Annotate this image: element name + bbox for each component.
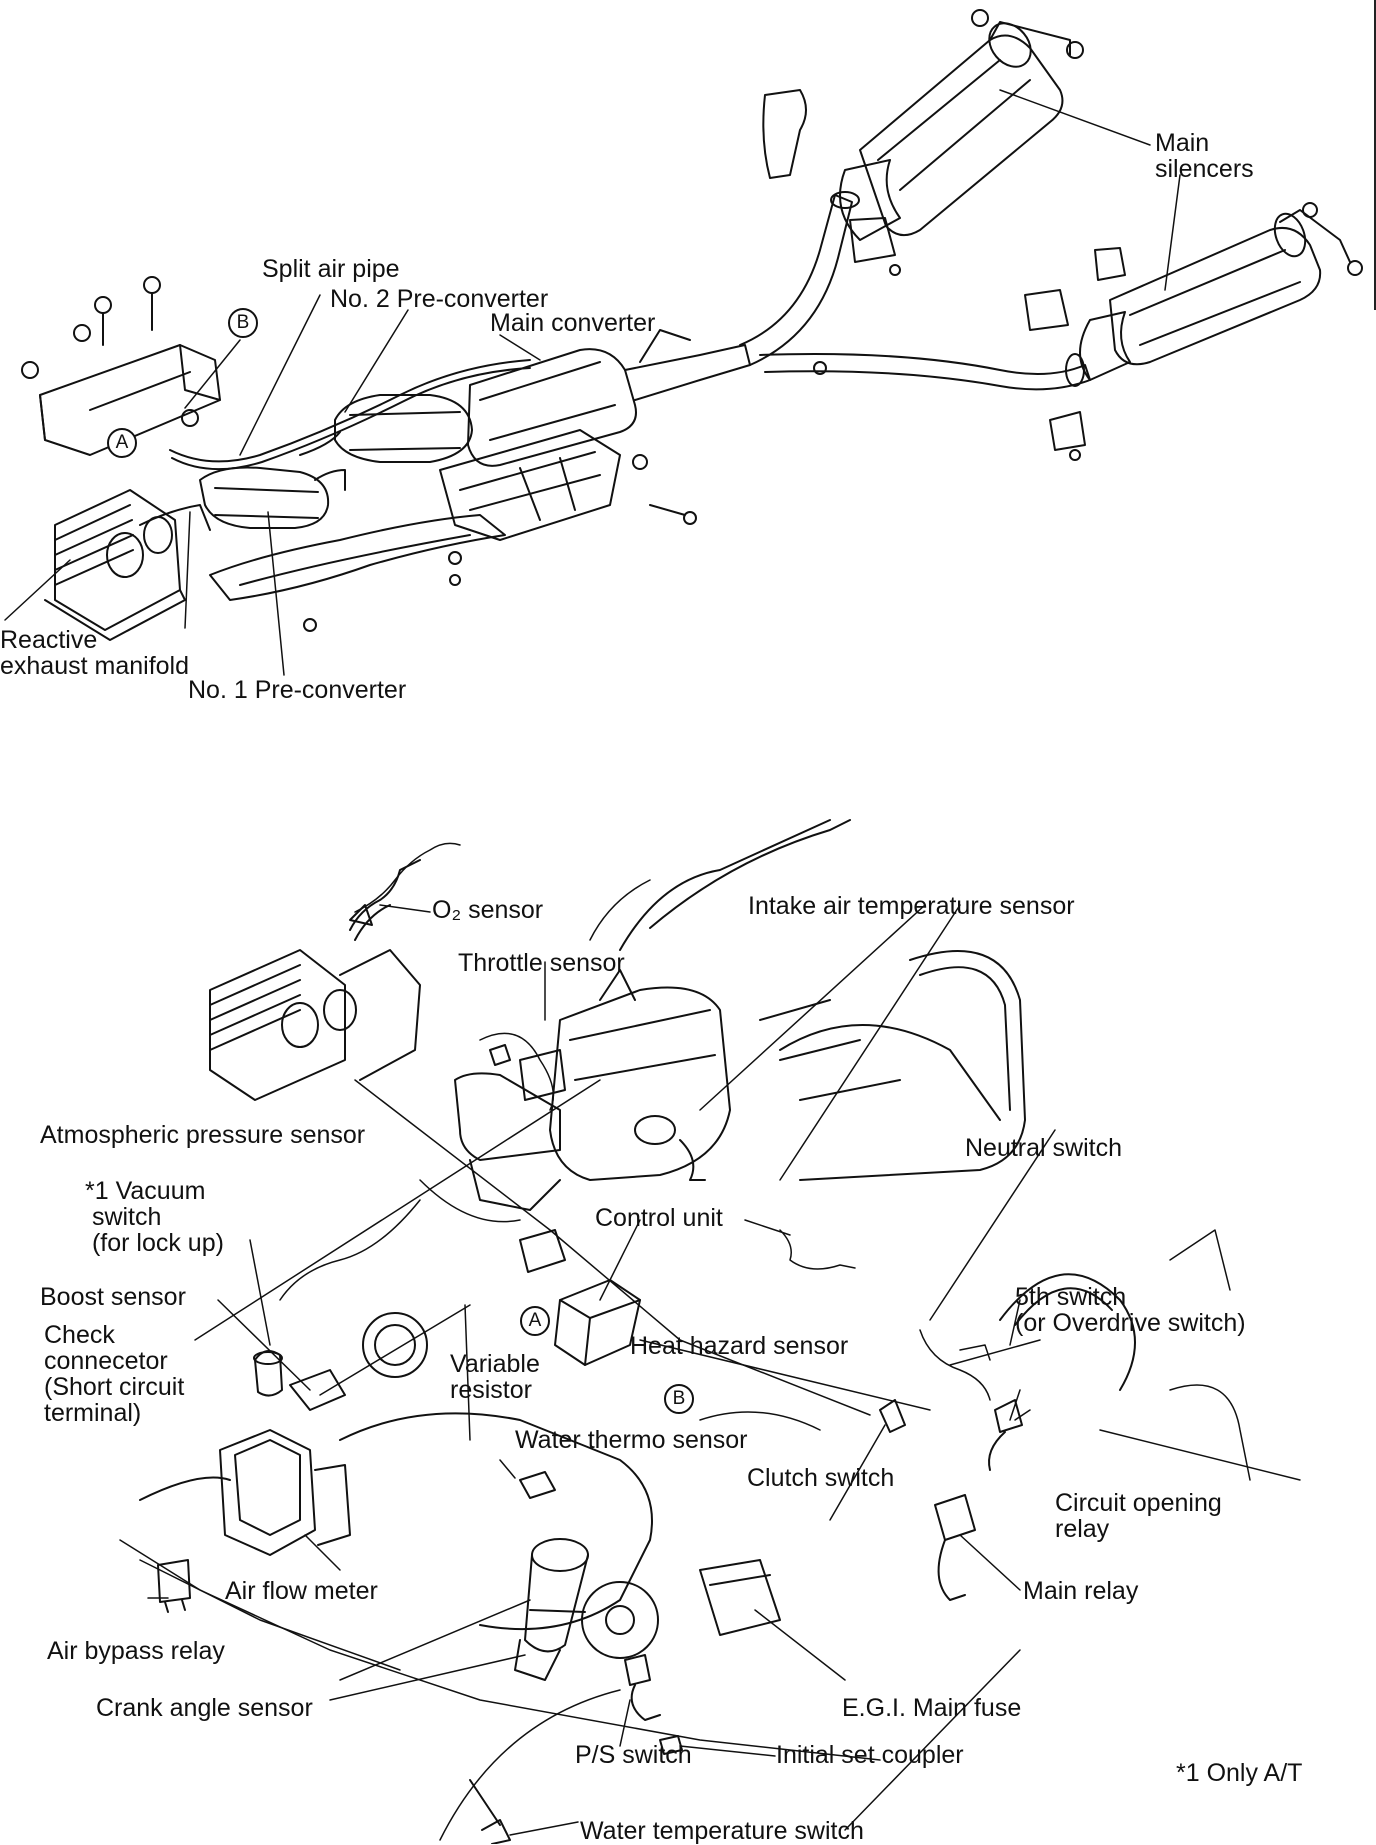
lower-branch-pipe [759,353,1091,391]
label-air-bypass-relay: Air bypass relay [47,1637,225,1665]
lower-silencer-inlet [1079,311,1131,381]
body-line [619,819,831,951]
label-main-relay: Main relay [1023,1577,1139,1605]
boost-sensor-shape [289,1369,346,1411]
air-flow-meter-shape [219,1429,351,1556]
lower-heat-shield [209,514,506,601]
label-vacuum-switch: *1 Vacuum switch (for lock up) [85,1177,224,1257]
upper-silencer-inlet [839,159,901,241]
crank-angle-sensor-shape [514,1538,589,1681]
upper-branch-pipe [739,194,853,366]
control-unit-box [554,1279,641,1366]
water-thermo-sensor-shape [519,1471,556,1499]
label-throttle-sensor: Throttle sensor [458,949,625,977]
marker-b-top: B [228,308,258,338]
label-atmospheric-pressure-sensor: Atmospheric pressure sensor [40,1121,366,1149]
label-clutch-switch: Clutch switch [747,1464,895,1492]
engine-block [339,1412,653,1631]
label-heat-hazard-sensor: Heat hazard sensor [630,1332,849,1360]
label-no2-preconverter: No. 2 Pre-converter [330,285,549,313]
label-egi-main-fuse: E.G.I. Main fuse [842,1694,1022,1722]
lower-manifold [209,859,421,1101]
engine-bay-drawing [119,819,1301,1844]
marker-a-top: A [107,428,137,458]
label-control-unit: Control unit [595,1204,723,1232]
label-neutral-switch: Neutral switch [965,1134,1122,1162]
filler-cap [362,1312,428,1378]
upper-silencer [859,9,1084,237]
atmospheric-pressure-sensor-shape [519,1229,566,1273]
exhaust-leaders [4,89,1181,676]
heat-shield [439,429,621,541]
hanger-bracket [849,217,896,263]
crank-pulley [581,1581,659,1659]
label-no1-preconverter: No. 1 Pre-converter [188,676,407,704]
water-temp-switch-shape [481,1819,511,1844]
no2-preconverter-body [299,394,473,463]
lower-silencer [1109,202,1363,366]
surge-tank [454,969,731,1211]
split-air-pipe-line [169,359,531,463]
label-main-silencers: Main silencers [1155,129,1254,183]
air-bypass-relay-shape [157,1559,191,1603]
page-edge-rule [1374,0,1376,310]
marker-b-bottom: B [664,1384,694,1414]
label-fifth-switch: 5th switch (or Overdrive switch) [1015,1283,1246,1337]
clutch-switch-shape [879,1399,906,1433]
label-crank-angle-sensor: Crank angle sensor [96,1694,313,1722]
no1-preconverter-body [199,466,346,529]
hanger-bracket [762,89,807,179]
hanger-bracket [1024,289,1069,331]
label-circuit-opening-relay: Circuit opening relay [1055,1489,1222,1543]
main-converter-body [467,329,751,467]
circuit-opening-relay-shape [994,1399,1023,1433]
label-water-temperature-switch: Water temperature switch [580,1817,864,1845]
egi-main-fuse-shape [699,1559,781,1636]
manifold-cover [39,344,221,456]
initial-set-coupler-shape [659,1735,683,1755]
label-ps-switch: P/S switch [575,1741,692,1769]
label-check-connector: Check connecetor (Short circuit terminal… [44,1321,185,1427]
seat-outline [759,950,1026,1181]
hanger-bracket [1049,411,1086,451]
exhaust-system-drawing [4,9,1363,676]
label-variable-resistor: Variable resistor [450,1350,540,1404]
label-o2-sensor: O₂ sensor [432,896,544,924]
marker-a-bottom: A [520,1306,550,1336]
label-boost-sensor: Boost sensor [40,1283,186,1311]
hanger-bracket [1094,247,1126,281]
split-air-pipe-line [171,367,531,471]
ps-switch-shape [624,1654,651,1686]
label-intake-air-temperature-sensor: Intake air temperature sensor [748,892,1075,920]
label-split-air-pipe: Split air pipe [262,255,400,283]
label-reactive-exhaust-manifold: Reactive exhaust manifold [0,626,190,680]
label-air-flow-meter: Air flow meter [225,1577,378,1605]
engine-bay-leaders [147,904,1056,1836]
main-relay-shape [934,1494,976,1541]
label-initial-set-coupler: Initial set coupler [776,1741,964,1769]
reactive-manifold-body [44,489,211,641]
footnote-only-at: *1 Only A/T [1176,1759,1303,1787]
steering-wheel [999,1273,1136,1391]
label-water-thermo-sensor: Water thermo sensor [515,1426,748,1454]
label-main-converter: Main converter [490,309,656,337]
